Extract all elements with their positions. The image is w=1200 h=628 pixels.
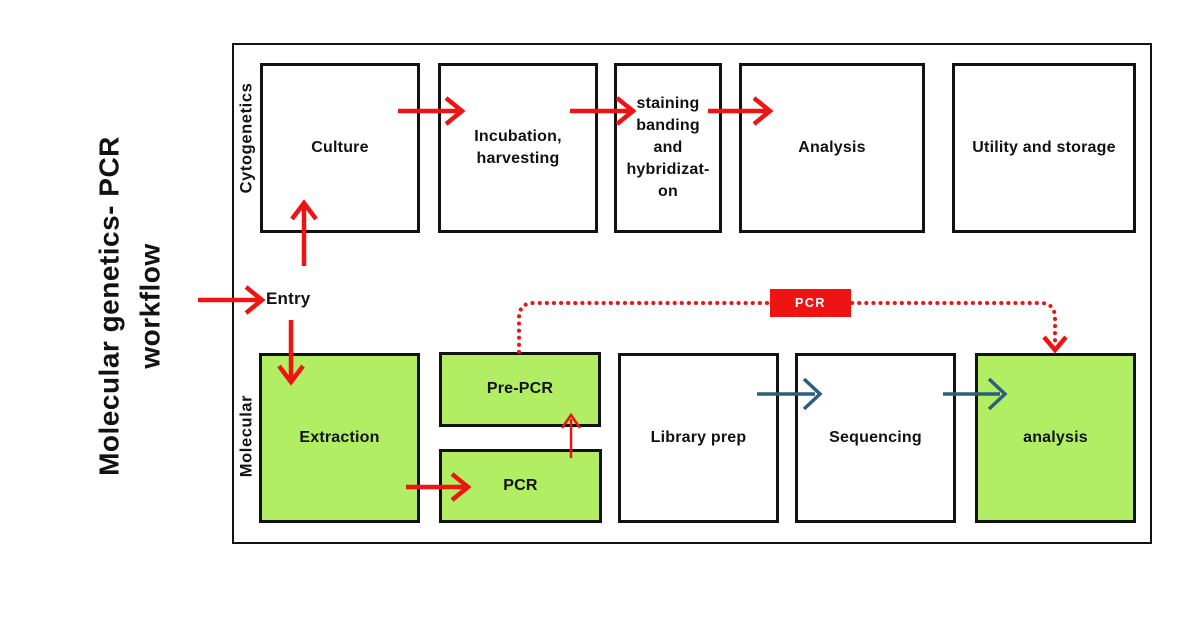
node-staining-banding-hybridization: staining banding and hybridizat- on xyxy=(614,63,722,233)
node-sequencing: Sequencing xyxy=(795,353,956,523)
node-pcr: PCR xyxy=(439,449,602,523)
node-extraction: Extraction xyxy=(259,353,420,523)
node-analysis-cytogenetics: Analysis xyxy=(739,63,925,233)
node-culture: Culture xyxy=(260,63,420,233)
node-sequencing-label: Sequencing xyxy=(829,428,922,446)
pcr-badge: PCR xyxy=(770,289,851,317)
node-library-prep-label: Library prep xyxy=(650,428,747,446)
outer-frame xyxy=(232,43,1152,544)
node-incubation-harvesting-label: Incubation, harvesting xyxy=(474,127,562,167)
node-pcr-label: PCR xyxy=(503,476,538,494)
node-pre-pcr-label: Pre-PCR xyxy=(486,380,554,398)
node-analysis-molecular-label: analysis xyxy=(1023,428,1088,446)
node-library-prep: Library prep xyxy=(618,353,779,523)
node-staining-banding-hybridization-label: staining banding and hybridizat- on xyxy=(626,94,710,201)
entry-label: Entry xyxy=(266,289,311,308)
node-extraction-label: Extraction xyxy=(299,428,380,446)
lane-label-molecular: Molecular xyxy=(237,394,256,478)
node-utility-and-storage: Utility and storage xyxy=(952,63,1136,233)
node-analysis-molecular: analysis xyxy=(975,353,1136,523)
node-culture-label: Culture xyxy=(311,138,369,156)
lane-label-cytogenetics: Cytogenetics xyxy=(237,82,256,194)
node-analysis-cytogenetics-label: Analysis xyxy=(798,138,866,156)
node-pre-pcr: Pre-PCR xyxy=(439,352,601,427)
node-incubation-harvesting: Incubation, harvesting xyxy=(438,63,598,233)
node-utility-and-storage-label: Utility and storage xyxy=(972,138,1116,156)
diagram-title: Molecular genetics- PCR workflow xyxy=(93,136,165,476)
